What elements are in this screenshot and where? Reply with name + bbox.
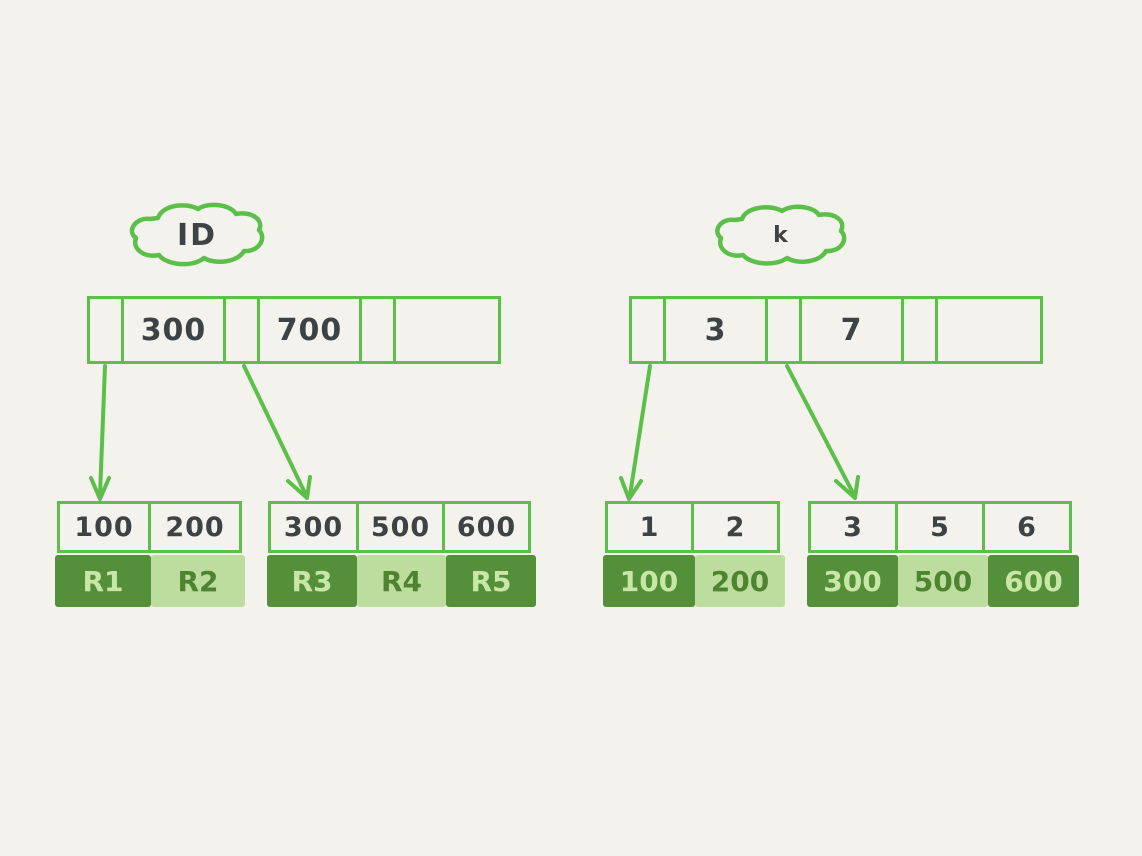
arrow-id-right [242, 364, 307, 495]
leaf-node-k-left: 1 2 [605, 501, 780, 553]
leaf-node-id-right: 300 500 600 [268, 501, 531, 553]
record-block-r3[interactable]: R3 [267, 555, 357, 607]
cloud-label-id: ID [126, 200, 268, 270]
root-cell-key-700[interactable]: 700 [257, 296, 362, 364]
root-cell-empty[interactable] [393, 296, 501, 364]
record-block-500[interactable]: 500 [898, 555, 988, 607]
leaf-cell-key-500[interactable]: 500 [356, 501, 445, 553]
record-row-k-right: 300 500 600 [807, 555, 1079, 607]
leaf-cell-key-200[interactable]: 200 [148, 501, 242, 553]
leaf-cell-key-3[interactable]: 3 [808, 501, 898, 553]
leaf-node-id-left: 100 200 [57, 501, 242, 553]
record-block-600[interactable]: 600 [988, 555, 1079, 607]
cloud-label-k: k [712, 202, 850, 268]
record-block-r2[interactable]: R2 [151, 555, 245, 607]
leaf-cell-key-2[interactable]: 2 [691, 501, 780, 553]
root-cell-empty[interactable] [935, 296, 1043, 364]
root-cell-key-7[interactable]: 7 [799, 296, 904, 364]
record-row-id-left: R1 R2 [55, 555, 245, 607]
cloud-label-text: ID [176, 217, 218, 253]
leaf-cell-key-1[interactable]: 1 [605, 501, 694, 553]
arrow-id-left [98, 364, 107, 497]
leaf-cell-key-300[interactable]: 300 [268, 501, 359, 553]
root-cell-pointer-1[interactable] [223, 296, 260, 364]
root-node-id: 300 700 [87, 296, 501, 364]
record-block-r4[interactable]: R4 [357, 555, 446, 607]
arrow-k-left [628, 364, 652, 497]
leaf-node-k-right: 3 5 6 [808, 501, 1072, 553]
root-cell-pointer-1[interactable] [765, 296, 802, 364]
root-cell-pointer-0[interactable] [629, 296, 666, 364]
record-block-r1[interactable]: R1 [55, 555, 151, 607]
leaf-cell-key-600[interactable]: 600 [442, 501, 531, 553]
arrow-k-right [785, 364, 855, 495]
cloud-label-text: k [773, 222, 789, 248]
record-block-200[interactable]: 200 [695, 555, 785, 607]
leaf-cell-key-5[interactable]: 5 [895, 501, 985, 553]
root-cell-pointer-2[interactable] [359, 296, 396, 364]
record-block-100[interactable]: 100 [603, 555, 695, 607]
root-cell-pointer-0[interactable] [87, 296, 124, 364]
leaf-cell-key-6[interactable]: 6 [982, 501, 1072, 553]
root-node-k: 3 7 [629, 296, 1043, 364]
root-cell-key-300[interactable]: 300 [121, 296, 226, 364]
record-row-k-left: 100 200 [603, 555, 785, 607]
record-block-300[interactable]: 300 [807, 555, 898, 607]
leaf-cell-key-100[interactable]: 100 [57, 501, 151, 553]
root-cell-key-3[interactable]: 3 [663, 296, 768, 364]
record-block-r5[interactable]: R5 [446, 555, 536, 607]
record-row-id-right: R3 R4 R5 [267, 555, 536, 607]
root-cell-pointer-2[interactable] [901, 296, 938, 364]
